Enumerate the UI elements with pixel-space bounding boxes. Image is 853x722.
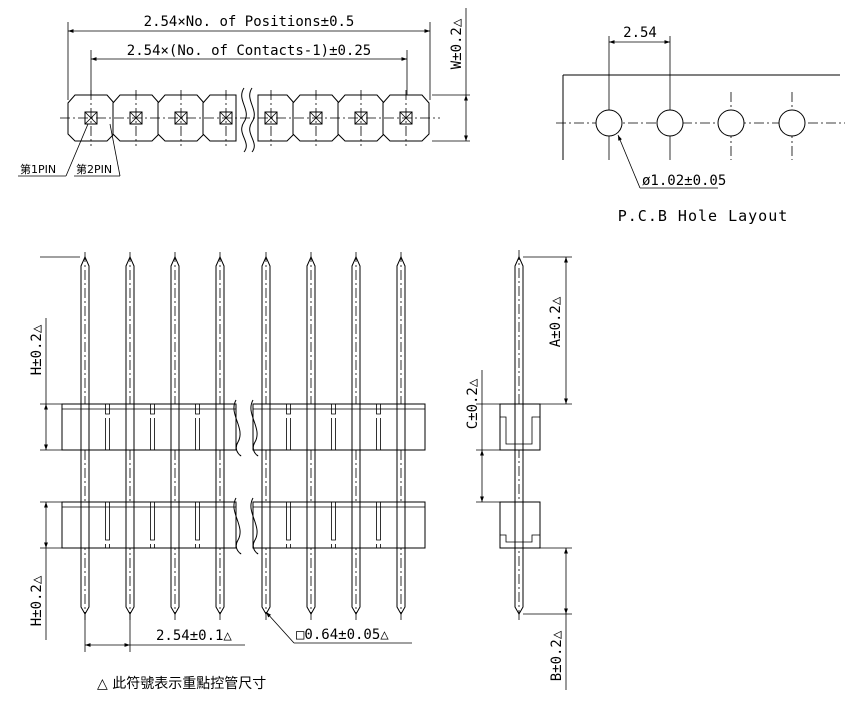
contacts-length-dim: 2.54×(No. of Contacts-1)±0.25: [127, 43, 371, 59]
insulator-divider: [331, 502, 336, 548]
insulator-divider: [150, 502, 155, 548]
h-top-dim: H±0.2△: [29, 324, 45, 375]
side-lower-insulator: [499, 501, 541, 549]
pin1-label: 第1PIN: [20, 162, 56, 176]
side-upper-insulator: [499, 403, 541, 451]
insulator-divider: [195, 502, 200, 548]
pcb-hole-3: [717, 109, 745, 137]
front-view: H±0.2△ H±0.2△ 2.54±0.1△ □0.64±0.05△: [29, 252, 426, 652]
width-dim: W±0.2△: [449, 18, 465, 69]
lower-insulator: [61, 501, 426, 549]
insulator-divider: [195, 404, 200, 450]
pcb-hole-1: [595, 109, 623, 137]
b-dim: B±0.2△: [549, 630, 565, 681]
insulator-divider: [376, 404, 381, 450]
pcb-hole-layout: 2.54 ø1.02±0.05 P.C.B Hole Layout: [556, 25, 845, 225]
pcb-hole-4: [778, 109, 806, 137]
top-view: 2.54×No. of Positions±0.5 2.54×(No. of C…: [18, 8, 470, 177]
footnote: △ 此符號表示重點控管尺寸: [97, 676, 266, 692]
side-view: A±0.2△ C±0.2△ B±0.2△: [465, 250, 572, 690]
insulator-divider: [376, 502, 381, 548]
insulator-divider: [286, 502, 291, 548]
insulator-divider: [286, 404, 291, 450]
overall-length-dim: 2.54×No. of Positions±0.5: [144, 14, 355, 30]
pin-pitch-dim: 2.54±0.1△: [156, 628, 232, 644]
h-bottom-dim: H±0.2△: [29, 575, 45, 626]
a-dim: A±0.2△: [548, 296, 564, 347]
upper-insulator: [61, 403, 426, 451]
insulator-divider: [331, 404, 336, 450]
pin-size-dim: □0.64±0.05△: [296, 627, 389, 643]
pcb-hole-dim: ø1.02±0.05: [642, 173, 726, 189]
pin2-label: 第2PIN: [76, 162, 112, 176]
insulator-divider: [150, 404, 155, 450]
pcb-hole-2: [656, 109, 684, 137]
pcb-caption: P.C.B Hole Layout: [618, 207, 789, 225]
top-pin-row: [60, 87, 440, 153]
insulator-dividers: [80, 404, 406, 548]
pcb-pitch-dim: 2.54: [623, 25, 657, 41]
insulator-divider: [105, 502, 110, 548]
c-dim: C±0.2△: [465, 378, 481, 429]
insulator-divider: [105, 404, 110, 450]
